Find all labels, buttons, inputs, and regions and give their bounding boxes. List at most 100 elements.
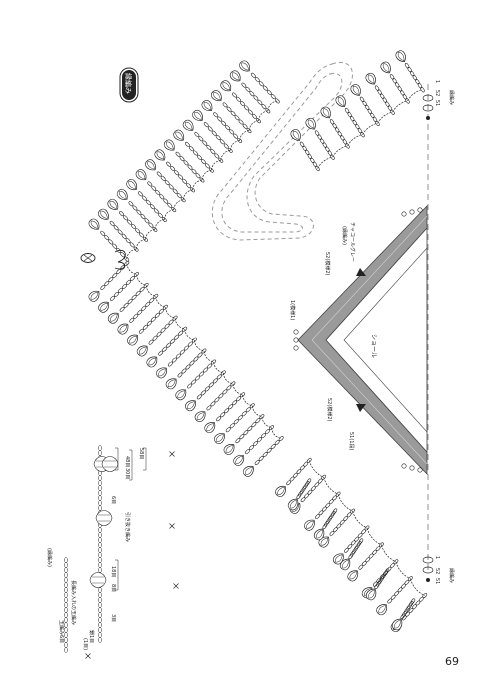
chain-stitch [191, 379, 197, 385]
scallop-chain [308, 460, 324, 478]
scallop-chain [192, 179, 203, 190]
chain-stitch [278, 436, 284, 441]
puff-stitch [376, 604, 387, 616]
scallop-chain [155, 296, 166, 308]
chain-stitch [189, 360, 195, 366]
puff-outline [304, 519, 315, 531]
chain-stitch [331, 510, 336, 517]
chain-stitch [401, 615, 407, 621]
chain-stitch [329, 119, 335, 125]
chain-stitch [172, 315, 178, 321]
picot-loop [293, 337, 299, 343]
chain-stitch [258, 81, 264, 87]
row-52-bottom: 52 [434, 568, 440, 574]
dashed-oval-outline [211, 61, 353, 241]
chain-stitch [215, 135, 221, 140]
chain-stitch [325, 146, 330, 152]
chain-stitch [144, 218, 150, 224]
chain-stitch [300, 497, 306, 503]
chain-stitch [233, 419, 239, 425]
puff-outline [376, 604, 387, 616]
puff-outline [185, 400, 196, 412]
chain-stitch [207, 363, 213, 369]
scallop-chain [136, 274, 147, 286]
chain-stitch [178, 330, 184, 336]
chain-stitch [138, 191, 143, 197]
fringe-tassel [117, 293, 159, 335]
scallop-chain [173, 199, 184, 210]
chain-stitch [249, 403, 255, 409]
chain-stitch [134, 272, 139, 277]
fringe-tassel [233, 425, 274, 466]
legend-chain [98, 480, 102, 486]
puff-lines [382, 63, 390, 73]
puff-stitch [127, 334, 138, 346]
legend-chain [98, 592, 102, 598]
chain-stitch [328, 499, 334, 505]
legend-48: 48目 [124, 456, 130, 467]
puff-stitch [213, 433, 225, 444]
puff-stitch [320, 106, 331, 119]
chain-stitch [216, 416, 221, 422]
chain-stitch [335, 127, 340, 133]
puff-outline [332, 553, 344, 565]
chain-stitch [116, 248, 122, 253]
puff-outline [194, 411, 206, 423]
legend-tama: 玉編み6目 [58, 620, 65, 643]
chain-stitch [384, 568, 390, 574]
legend-chain [64, 607, 68, 613]
legend-chain [98, 500, 102, 506]
fringe-tassel [204, 392, 245, 434]
puff-stitch [220, 80, 232, 92]
chain-stitch [243, 430, 249, 436]
legend-chain [98, 445, 102, 451]
puff-outline [365, 72, 376, 85]
legend-cross [85, 653, 91, 659]
chain-stitch [187, 383, 193, 389]
chain-stitch [355, 124, 360, 130]
chain-stitch [350, 540, 356, 546]
puff-lines [184, 121, 193, 130]
chain-stitch [265, 108, 271, 114]
scallop-chain [239, 130, 250, 141]
chain-stitch [247, 426, 253, 432]
chain-stitch [351, 548, 357, 554]
page-number: 69 [445, 655, 459, 668]
fringe-tassel [126, 179, 167, 222]
puff-lines [175, 131, 183, 140]
legend-chain [98, 527, 102, 533]
chain-stitch [362, 100, 367, 106]
stitch-legend: (縁編み) 玉編み6目 長編み入れの玉編み (1目) 鎖1目 3目 8目 18目… [46, 448, 144, 650]
puff-lines [367, 74, 375, 84]
puff-stitch [145, 159, 156, 171]
row-1-top: 1 [434, 80, 440, 83]
fringe-right-bottom [287, 478, 416, 631]
puff-lines [166, 141, 174, 150]
puff-stitch [339, 558, 351, 571]
puff-stitch [395, 50, 406, 62]
puff-outline [154, 149, 166, 161]
charcoal-gray-label: チャコールグレー [349, 222, 356, 262]
chain-stitch [221, 120, 226, 126]
chain-stitch [377, 578, 383, 584]
puff-stitch [117, 323, 129, 335]
puff-stitch [192, 109, 203, 121]
chain-stitch [210, 149, 216, 155]
chain-stitch [365, 557, 371, 563]
legend-30: 30目 [124, 468, 130, 479]
chain-stitch [358, 538, 364, 544]
chain-stitch [147, 320, 152, 326]
shawl-label: ショール [370, 334, 377, 358]
chain-stitch [307, 489, 313, 495]
chain-stitch [315, 165, 320, 171]
chain-stitch [149, 297, 155, 303]
chain-stitch [394, 591, 399, 596]
chain-stitch [245, 449, 250, 454]
chain-stitch [244, 105, 249, 111]
scallop-chain [182, 189, 193, 200]
legend-chain [98, 612, 102, 618]
chain-stitch [374, 85, 380, 91]
chain-stitch [357, 540, 362, 547]
legend-title: (縁編み) [46, 548, 53, 567]
puff-stitch [290, 129, 301, 141]
